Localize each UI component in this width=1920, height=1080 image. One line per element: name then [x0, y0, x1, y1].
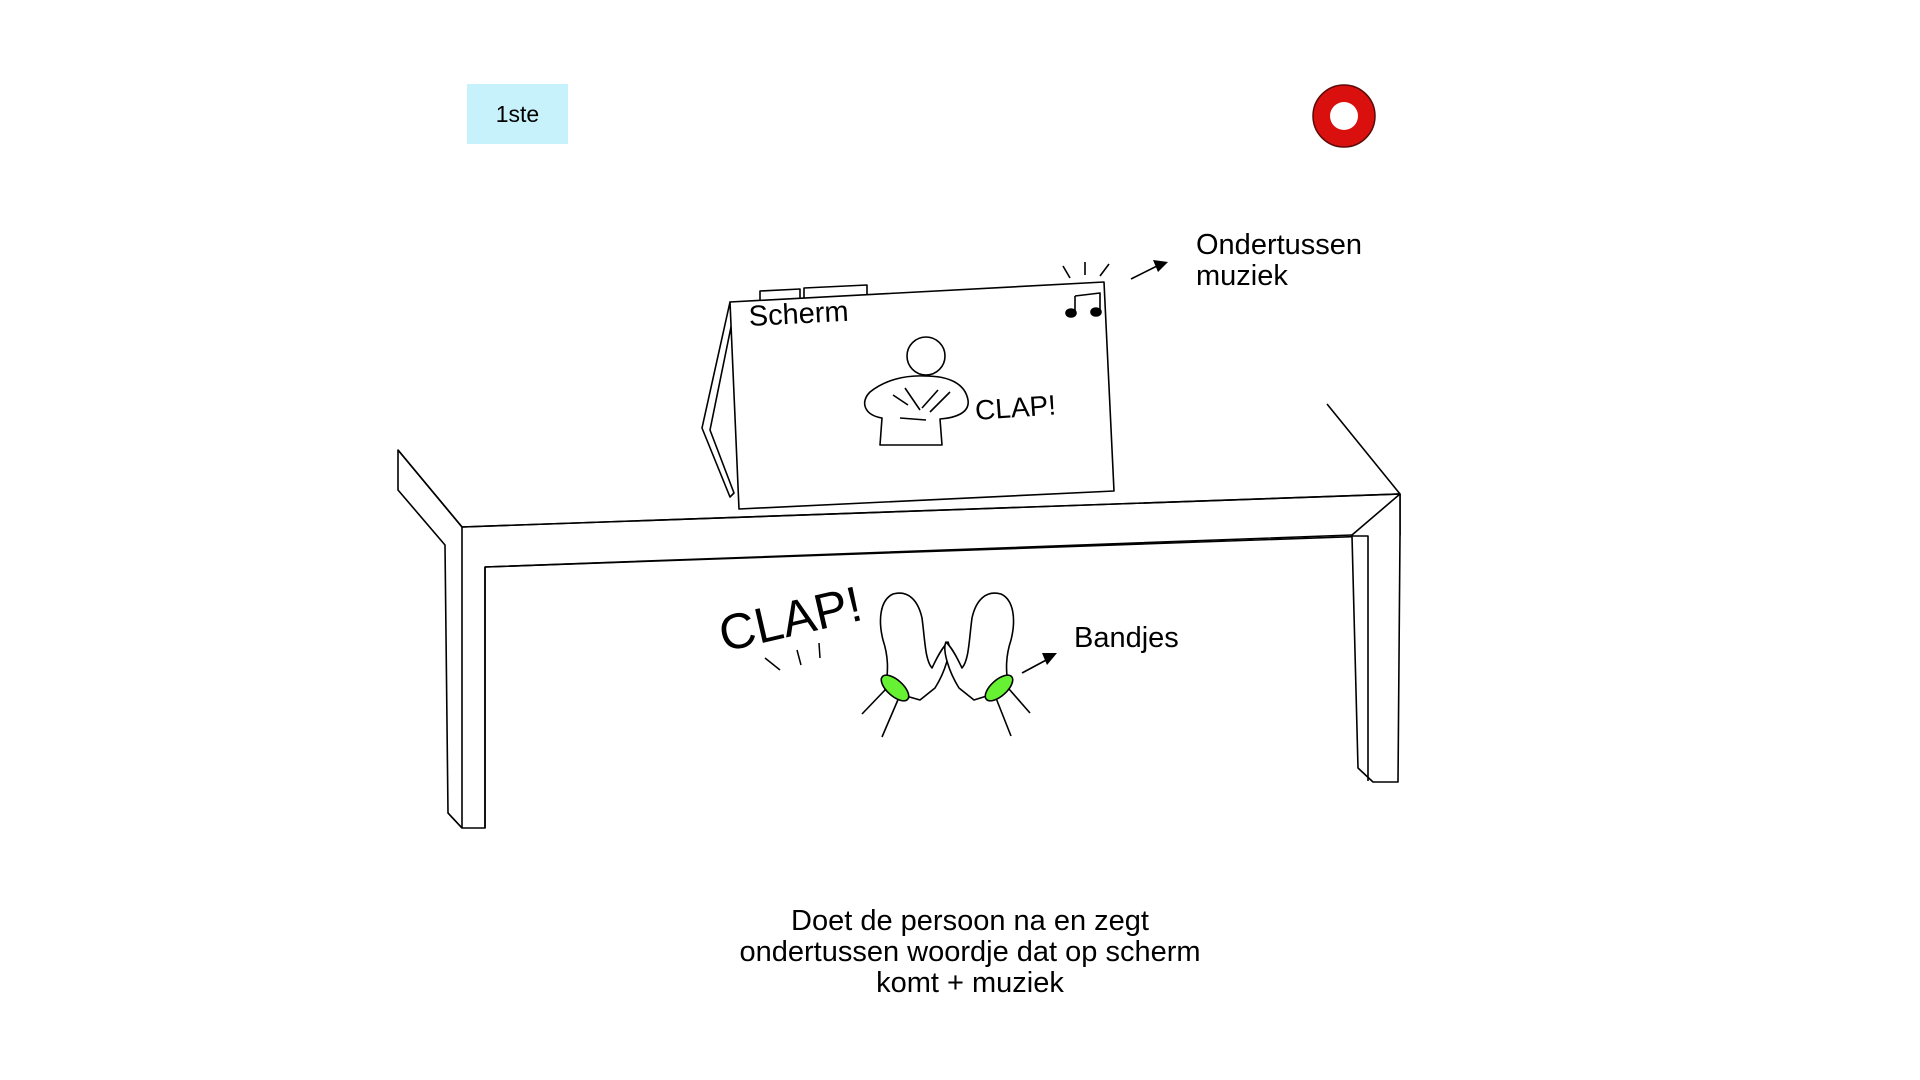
caption-line2: ondertussen woordje dat op scherm	[739, 936, 1201, 968]
music-label-line1: Ondertussen	[1196, 229, 1363, 261]
person-clapping-icon	[863, 336, 969, 446]
step-badge: 1ste	[467, 84, 568, 144]
caption-line1: Doet de persoon na en zegt	[791, 905, 1149, 937]
clap-marks	[764, 642, 821, 671]
bands-arrow	[1021, 653, 1057, 674]
music-label-line2: muziek	[1196, 260, 1288, 292]
hands-with-wristbands	[861, 592, 1031, 738]
screen-word: CLAP!	[974, 389, 1057, 426]
screen-label: Scherm	[747, 295, 850, 333]
right-wristband	[984, 674, 1014, 702]
screen-device	[701, 262, 1115, 510]
music-arrow	[1130, 260, 1168, 280]
record-ring-icon	[1312, 84, 1376, 148]
table	[397, 403, 1401, 829]
caption-line3: komt + muziek	[876, 967, 1064, 999]
music-note-icon	[1062, 262, 1110, 318]
bands-label: Bandjes	[1074, 622, 1179, 654]
left-wristband	[880, 674, 910, 702]
caption: Doet de persoon na en zegt ondertussen w…	[620, 906, 1320, 999]
